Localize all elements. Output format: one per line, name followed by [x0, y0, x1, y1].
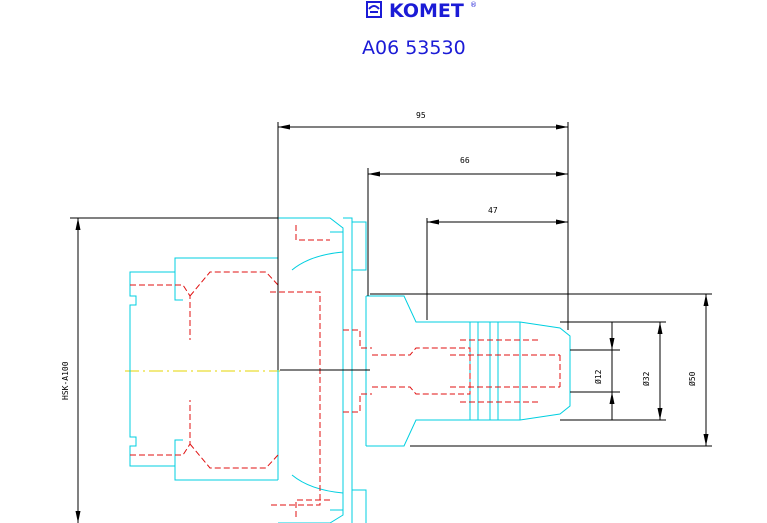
brand-name: KOMET: [389, 0, 464, 22]
dim-d12-label: Ø12: [593, 369, 603, 384]
komet-logo-icon: [366, 1, 382, 18]
dim-66-label: 66: [460, 156, 470, 165]
dimension-lines: [70, 122, 712, 523]
dim-hsk-label: HSK-A100: [61, 361, 70, 400]
tool-outline: [129, 217, 571, 523]
dim-47-label: 47: [488, 206, 498, 215]
header: KOMET ® A06 53530: [362, 0, 477, 59]
dimension-labels: 95 66 47 HSK-A100 Ø12 Ø32 Ø50: [61, 111, 697, 400]
dim-d50-label: Ø50: [687, 371, 697, 386]
dim-d32-label: Ø32: [641, 371, 651, 386]
brand-mark: ®: [470, 1, 477, 9]
dim-95-label: 95: [416, 111, 426, 120]
hidden-lines: [130, 225, 561, 517]
part-number: A06 53530: [362, 37, 466, 59]
